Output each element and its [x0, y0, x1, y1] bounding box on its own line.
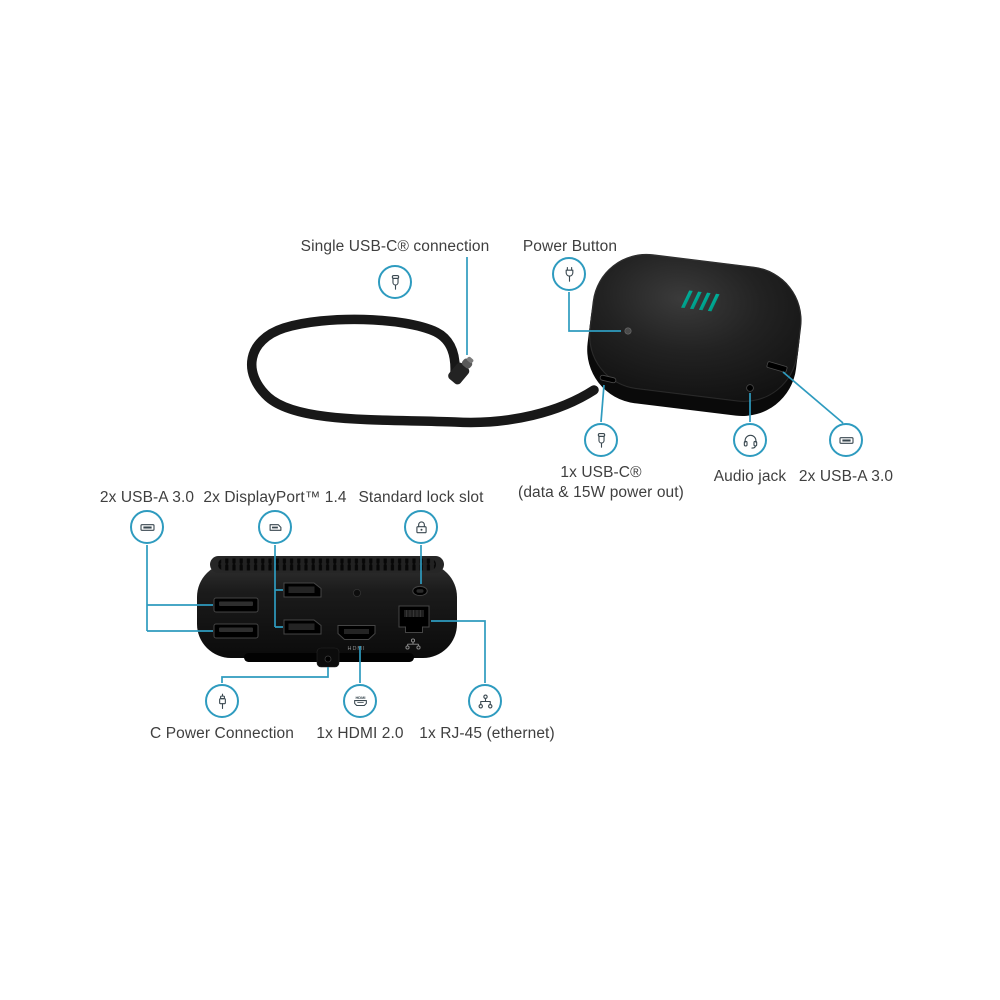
single-usbc-callout-badge — [378, 265, 412, 299]
lock-icon — [412, 518, 431, 537]
usbc-data-label-line1: 1x USB-C® — [560, 464, 642, 481]
usb-c-connector — [448, 356, 474, 385]
ethernet-callout-badge — [468, 684, 502, 718]
rear-body — [197, 563, 457, 658]
power-button — [624, 327, 632, 335]
audio-jack-label: Audio jack — [713, 468, 787, 485]
single-usbc-label: Single USB-C® connection — [300, 238, 490, 255]
line-usba-front — [782, 371, 844, 424]
usba-rear-label: 2x USB-A 3.0 — [99, 489, 195, 506]
usba-rear-callout-badge — [130, 510, 164, 544]
ethernet-port-marking — [405, 638, 421, 650]
rj45-label: 1x RJ-45 (ethernet) — [419, 725, 555, 742]
dock-top-body — [587, 253, 802, 417]
line-usba-rear — [146, 545, 213, 632]
usb-a-port-icon — [138, 518, 157, 537]
callout-lines — [146, 257, 844, 683]
line-power-button — [568, 292, 621, 332]
chassis-detail — [352, 589, 361, 598]
hdmi-callout-badge — [343, 684, 377, 718]
hdmi-icon — [351, 692, 370, 711]
displayport-label: 2x DisplayPort™ 1.4 — [203, 489, 347, 506]
power-button-callout-badge — [552, 257, 586, 291]
usba-front-callout-badge — [829, 423, 863, 457]
usb-c-plug-icon — [592, 431, 611, 450]
front-usb-c-port — [599, 374, 617, 384]
power-plug-icon — [560, 265, 579, 284]
power-port — [324, 655, 332, 663]
usbc-data-label: 1x USB-C® (data & 15W power out) — [518, 463, 684, 503]
line-power-connection — [221, 667, 329, 683]
dock-rear-view: HDMI — [197, 556, 457, 668]
ethernet-icon — [476, 692, 495, 711]
hp-logo — [681, 290, 720, 312]
audio-jack-callout-badge — [733, 423, 767, 457]
hdmi-port-marking: HDMI — [347, 646, 365, 652]
usbc-data-label-line2: (data & 15W power out) — [518, 484, 684, 501]
power-button-label: Power Button — [522, 238, 618, 255]
displayport-callout-badge — [258, 510, 292, 544]
lock-slot-callout-badge — [404, 510, 438, 544]
usb-c-cable — [247, 314, 599, 428]
lock-slot-label: Standard lock slot — [358, 489, 484, 506]
headset-icon — [741, 431, 760, 450]
vent-slots — [218, 558, 436, 571]
usb-a-port-icon — [837, 431, 856, 450]
usbc-data-callout-badge — [584, 423, 618, 457]
power-connection-label: C Power Connection — [150, 725, 294, 742]
usba-front-label: 2x USB-A 3.0 — [798, 468, 894, 485]
front-audio-jack-port — [746, 384, 754, 392]
dc-plug-icon — [213, 692, 232, 711]
line-displayport — [274, 545, 283, 628]
power-connection-callout-badge — [205, 684, 239, 718]
line-rj45 — [431, 620, 486, 683]
usb-c-plug-icon — [386, 273, 405, 292]
hdmi-label: 1x HDMI 2.0 — [316, 725, 404, 742]
displayport-icon — [266, 518, 285, 537]
front-usb-a-port — [766, 361, 788, 373]
line-usbc-data — [600, 384, 605, 423]
dock-top-view — [247, 253, 802, 428]
